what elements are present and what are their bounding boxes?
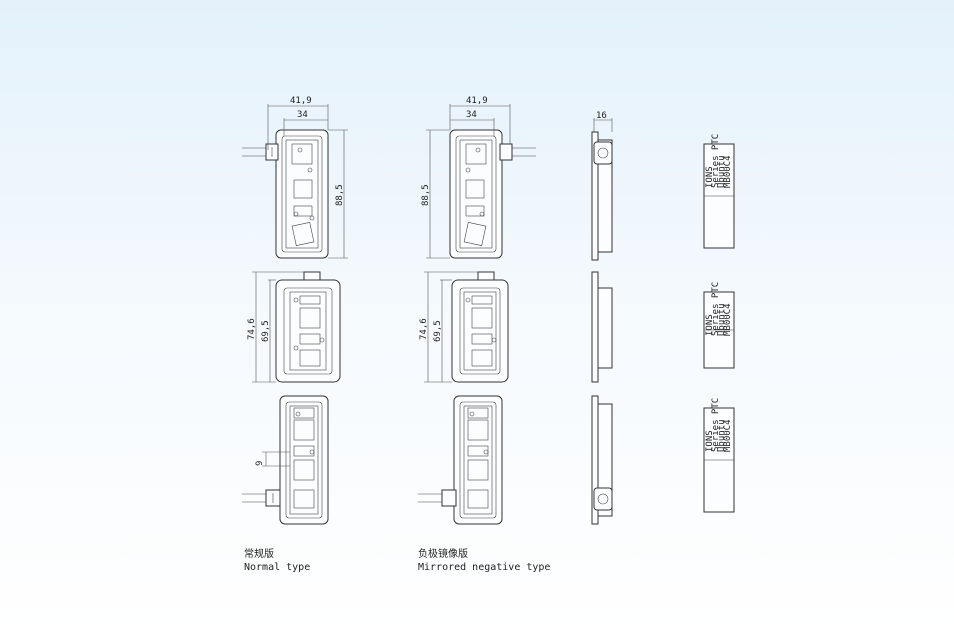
normal-top-dimensions: 41,9 34 88,5 (267, 96, 348, 259)
caption-normal-cn: 常规版 (244, 549, 274, 560)
dim-inner-width: 34 (297, 110, 308, 120)
label-line: Ubuntu (717, 303, 727, 336)
mirrored-top-dimensions: 41,9 34 88,5 (421, 96, 511, 259)
side-view-bottom (591, 395, 613, 525)
dim-height-long: 88,5 (335, 184, 345, 206)
side-view-top: 16 (591, 111, 613, 261)
dim-height-outer: 74,6 (247, 318, 257, 340)
label-line: IONS (705, 166, 715, 188)
label-line: Ubuntu (717, 155, 727, 188)
normal-top-view (242, 129, 329, 259)
dim-inner-width-mirrored: 34 (466, 110, 477, 120)
label-view-top (703, 143, 735, 249)
label-view-bottom (703, 407, 735, 513)
caption-mirrored-cn: 负极镜像版 (418, 549, 468, 560)
dim-depth: 16 (596, 111, 607, 121)
caption-normal: 常规版 Normal type (244, 548, 310, 574)
label-line: IONS (705, 430, 715, 452)
caption-mirrored-en: Mirrored negative type (418, 562, 551, 573)
label-view-middle (703, 291, 735, 369)
label-line: Ubuntu (717, 419, 727, 452)
mirrored-bottom-view (418, 395, 503, 525)
caption-mirrored: 负极镜像版 Mirrored negative type (418, 548, 550, 574)
dim-height-inner: 69,5 (261, 320, 271, 342)
label-line: Series PTC (711, 282, 721, 336)
label-line: Series PTC (711, 398, 721, 452)
normal-bottom-view: 9 (242, 395, 329, 525)
dim-overall-width: 41,9 (290, 96, 312, 106)
side-view-middle (591, 271, 613, 383)
label-line: Series PTC (711, 134, 721, 188)
dim-height-outer-mirrored: 74,6 (419, 318, 429, 340)
label-line: MB00C4 (723, 303, 733, 336)
label-line: IONS (705, 314, 715, 336)
normal-middle-view (275, 271, 341, 383)
dim-height-long-mirrored: 88,5 (421, 184, 431, 206)
dim-overall-width-mirrored: 41,9 (466, 96, 488, 106)
caption-normal-en: Normal type (244, 562, 311, 573)
label-line: MB00C4 (723, 155, 733, 188)
dim-height-inner-mirrored: 69,5 (433, 320, 443, 342)
label-line: MB00C4 (723, 419, 733, 452)
normal-middle-dimensions: 74,6 69,5 (247, 271, 304, 383)
mirrored-middle-dimensions: 74,6 69,5 (419, 271, 478, 383)
dim-spacing: 9 (255, 461, 265, 466)
mirrored-middle-view (451, 271, 509, 383)
mirrored-top-view (449, 129, 536, 259)
